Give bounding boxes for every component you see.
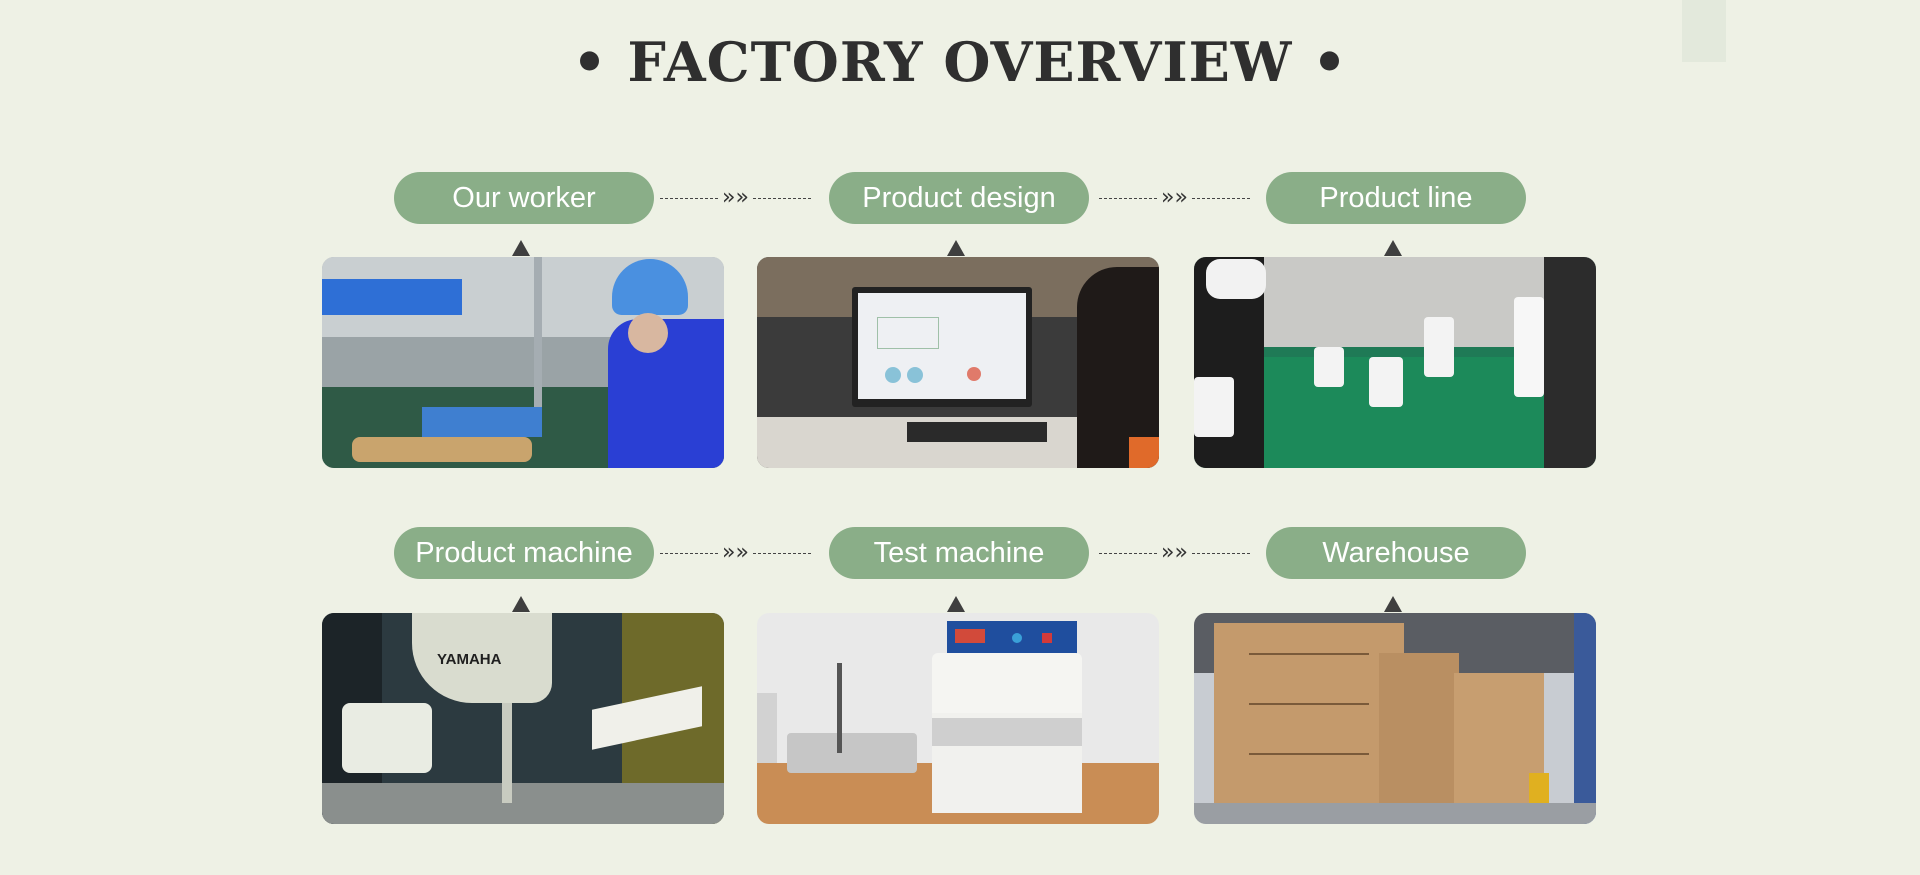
dashed-line	[1191, 197, 1250, 199]
step-pill-product-line[interactable]: Product line	[1266, 172, 1526, 224]
pointer-triangle-icon	[512, 596, 530, 612]
pointer-triangle-icon	[1384, 596, 1402, 612]
step-connector: »»	[660, 527, 811, 579]
dashed-line	[752, 552, 811, 554]
worker-photo[interactable]	[322, 257, 724, 468]
pointer-triangle-icon	[947, 596, 965, 612]
step-pill-test-machine[interactable]: Test machine	[829, 527, 1089, 579]
step-pill-product-design[interactable]: Product design	[829, 172, 1089, 224]
step-connector: »»	[1099, 172, 1250, 224]
page-title: • FACTORY OVERVIEW •	[572, 30, 1348, 94]
double-chevron-icon: »»	[722, 185, 749, 210]
corner-decoration	[1682, 0, 1726, 62]
design-photo[interactable]	[757, 257, 1159, 468]
dashed-line	[1099, 552, 1157, 554]
pointer-triangle-icon	[947, 240, 965, 256]
dashed-line	[752, 197, 811, 199]
dashed-line	[1191, 552, 1250, 554]
step-pill-our-worker[interactable]: Our worker	[394, 172, 654, 224]
production-line-photo[interactable]	[1194, 257, 1596, 468]
step-pill-warehouse[interactable]: Warehouse	[1266, 527, 1526, 579]
dashed-line	[1099, 197, 1157, 199]
double-chevron-icon: »»	[1161, 540, 1188, 565]
double-chevron-icon: »»	[722, 540, 749, 565]
pointer-triangle-icon	[512, 240, 530, 256]
dashed-line	[660, 197, 718, 199]
dashed-line	[660, 552, 718, 554]
double-chevron-icon: »»	[1161, 185, 1188, 210]
step-connector: »»	[1099, 527, 1250, 579]
robot-machine-photo[interactable]: YAMAHA	[322, 613, 724, 824]
test-machine-photo[interactable]	[757, 613, 1159, 824]
step-connector: »»	[660, 172, 811, 224]
pointer-triangle-icon	[1384, 240, 1402, 256]
warehouse-photo[interactable]	[1194, 613, 1596, 824]
robot-brand-label: YAMAHA	[437, 651, 502, 668]
step-pill-product-machine[interactable]: Product machine	[394, 527, 654, 579]
